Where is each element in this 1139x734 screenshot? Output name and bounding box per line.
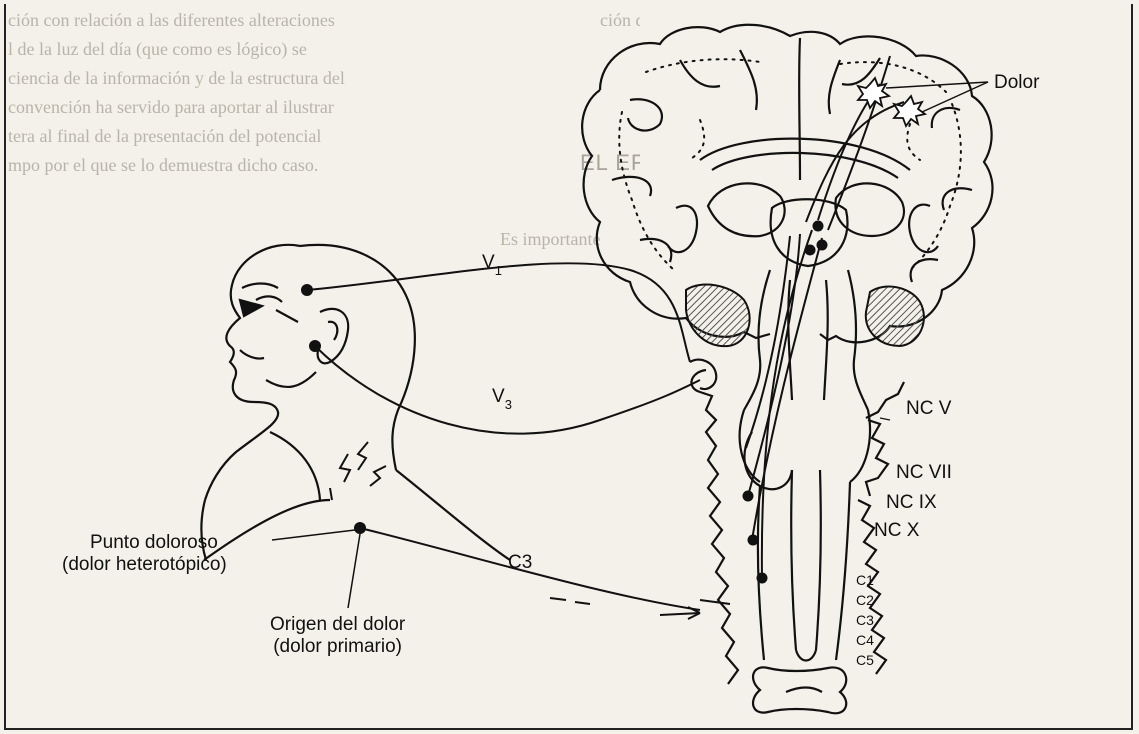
c3-label: C3: [856, 612, 874, 628]
c3-arrow-icon: [550, 598, 730, 619]
v3-subscript: 3: [505, 397, 512, 412]
left-hatched-nucleus: [686, 285, 750, 347]
v1-subscript: 1: [495, 263, 502, 278]
thalamus-dot-2: [817, 240, 828, 251]
v3-letter: V: [492, 386, 505, 407]
punto-pointer-line: [272, 530, 355, 540]
nc-vii-label: NC VII: [896, 462, 952, 484]
c1-label: C1: [856, 572, 874, 588]
right-hatched-nucleus: [866, 287, 924, 346]
nc-ix-label: NC IX: [886, 492, 937, 514]
origen-pointer-line: [348, 534, 360, 608]
brainstem-dot-2: [748, 535, 759, 546]
c5-label: C5: [856, 652, 874, 668]
c3-nerve-label: C3: [508, 552, 532, 574]
dolor-label: Dolor: [994, 72, 1039, 94]
v1-label: V1: [482, 252, 502, 275]
nc-x-label: NC X: [874, 520, 919, 542]
dolor-pointer-line: [886, 82, 988, 88]
brainstem: [740, 270, 870, 661]
c4-label: C4: [856, 632, 874, 648]
head-profile: [201, 245, 510, 560]
v1-letter: V: [482, 252, 495, 273]
punto-doloroso-line1: Punto doloroso: [62, 532, 227, 554]
punto-doloroso-line2: (dolor heterotópico): [62, 554, 227, 576]
spinal-dot-c2: [757, 573, 768, 584]
punto-doloroso-label: Punto doloroso (dolor heterotópico): [62, 532, 227, 576]
origen-dolor-line2: (dolor primario): [270, 636, 405, 658]
v3-label: V3: [492, 386, 512, 409]
thalamus-dot-1: [813, 221, 824, 232]
origen-dolor-label: Origen del dolor (dolor primario): [270, 614, 405, 658]
brainstem-dot-1: [743, 491, 754, 502]
brain-cross-section: [582, 25, 992, 343]
thalamus-dot-3: [805, 245, 816, 256]
pain-rays-icon: [330, 442, 386, 500]
nc-v-label: NC V: [906, 398, 951, 420]
c2-label: C2: [856, 592, 874, 608]
origen-dolor-line1: Origen del dolor: [270, 614, 405, 636]
nerve-pathways: [307, 263, 700, 610]
pain-star-icon: [858, 78, 925, 126]
